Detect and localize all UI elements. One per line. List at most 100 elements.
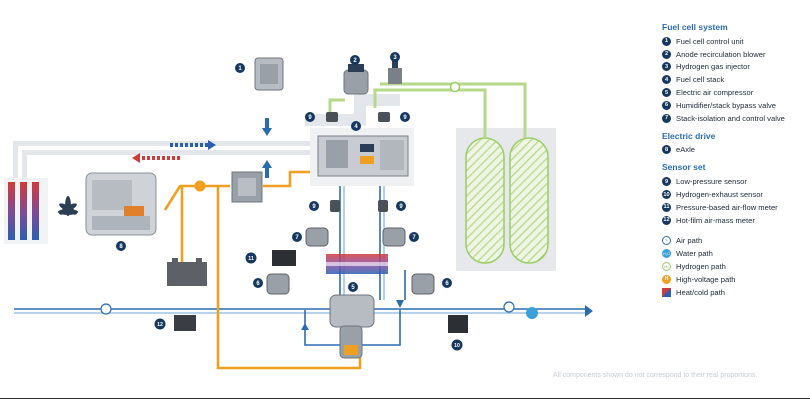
legend-label: eAxle: [676, 145, 695, 155]
heat-flow-arrow: [132, 140, 216, 163]
legend-label: Water path: [676, 249, 713, 259]
legend-label: Hot-film air-mass meter: [676, 215, 755, 225]
svg-text:11: 11: [248, 256, 254, 262]
svg-text:9: 9: [399, 204, 403, 210]
badge-12: 12: [154, 318, 166, 330]
badge-4: 4: [351, 121, 361, 131]
air-path-icon: ~: [662, 236, 671, 246]
svg-text:1: 1: [238, 66, 242, 72]
badge-9c: 9: [309, 201, 319, 211]
legend-item: 11 Pressure-based air-flow meter: [662, 201, 808, 214]
svg-text:12: 12: [157, 322, 163, 328]
footnote: All components shown do not correspond t…: [553, 372, 758, 379]
hydrogen-gas-injector: [388, 60, 402, 84]
svg-text:2: 2: [353, 58, 357, 64]
legend: Fuel cell system 1 Fuel cell control unit…: [662, 22, 808, 299]
number-badge: 7: [662, 113, 671, 123]
badge-10: 10: [451, 339, 463, 351]
hydrogen-tank-housing: [456, 128, 556, 271]
svg-text:7: 7: [295, 235, 299, 241]
badge-2: 2: [350, 55, 360, 65]
high-voltage-path-icon: H: [662, 274, 671, 284]
air-flow-arrows: [262, 118, 593, 330]
number-badge: 2: [662, 49, 671, 59]
legend-label: Pressure-based air-flow meter: [676, 202, 778, 212]
legend-label: Heat/cold path: [676, 287, 725, 297]
electric-air-compressor: [329, 294, 375, 359]
legend-item: 3 Hydrogen gas injector: [662, 61, 808, 74]
heat-exchanger: [326, 254, 388, 274]
badge-7b: 7: [409, 232, 419, 242]
number-badge: 8: [662, 145, 671, 155]
legend-path-item: H₂O Water path: [662, 247, 808, 260]
legend-item: 8 eAxle: [662, 144, 808, 157]
dc-dc-converter: [231, 171, 263, 203]
legend-sensor-title: Sensor set: [662, 162, 706, 173]
water-path-icon: H₂O: [662, 249, 671, 259]
badge-6b: 6: [442, 278, 452, 288]
legend-path-item: Heat/cold path: [662, 286, 808, 299]
hot-film-air-mass-meter: [174, 315, 196, 331]
svg-text:5: 5: [351, 285, 355, 291]
badge-9b: 9: [400, 112, 410, 122]
heat-cold-path-icon: [662, 287, 671, 297]
legend-label: Stack-isolation and control valve: [676, 113, 785, 123]
svg-text:8: 8: [119, 244, 123, 250]
svg-text:9: 9: [312, 204, 316, 210]
fuel-cell-stack: [310, 128, 414, 186]
legend-label: Electric air compressor: [676, 88, 754, 98]
badge-6a: 6: [253, 278, 263, 288]
legend-item: 7 Stack-isolation and control valve: [662, 112, 808, 125]
badge-5: 5: [348, 282, 358, 292]
number-badge: 6: [662, 100, 671, 110]
legend-path-item: H₂ Hydrogen path: [662, 260, 808, 273]
number-badge: 10: [662, 190, 671, 200]
legend-label: Hydrogen gas injector: [676, 62, 750, 72]
legend-label: Hydrogen path: [676, 262, 726, 272]
air-flow-meter: [272, 250, 296, 266]
fan-icon: [58, 196, 78, 216]
number-badge: 11: [662, 202, 671, 212]
fuel-cell-control-unit: [254, 57, 284, 91]
badge-3: 3: [390, 52, 400, 62]
hydrogen-exhaust-sensor: [448, 315, 468, 333]
badge-7a: 7: [292, 232, 302, 242]
legend-item: 1 Fuel cell control unit: [662, 35, 808, 48]
badge-11: 11: [245, 252, 257, 264]
legend-label: Fuel cell control unit: [676, 36, 744, 46]
hydrogen-valve-icon: [449, 81, 461, 93]
legend-label: Low-pressure sensor: [676, 177, 747, 187]
svg-text:6: 6: [445, 281, 449, 287]
bypass-valves: [266, 273, 435, 295]
legend-label: Hydrogen-exhaust sensor: [676, 190, 763, 200]
bottom-divider: [0, 398, 810, 399]
number-badge: 1: [662, 36, 671, 46]
anode-recirculation-blower: [343, 64, 369, 95]
hydrogen-path-icon: H₂: [662, 262, 671, 272]
number-badge: 12: [662, 215, 671, 225]
low-pressure-sensor-icons: [326, 112, 390, 212]
legend-label: High-voltage path: [676, 274, 736, 284]
number-badge: 4: [662, 75, 671, 85]
legend-fuel-cell-title: Fuel cell system: [662, 22, 728, 32]
high-voltage-marker: [194, 180, 206, 192]
hydrogen-path: [328, 82, 527, 138]
number-badge: 9: [662, 177, 671, 187]
eaxle: [85, 172, 157, 236]
badge-8: 8: [116, 241, 126, 251]
legend-item: 2 Anode recirculation blower: [662, 48, 808, 61]
radiator: [4, 178, 48, 244]
system-diagram: 1 2 3 4 5 6 6 7 7 8 9 9 9 9 10 11 12: [4, 52, 593, 370]
battery: [167, 258, 207, 286]
svg-text:3: 3: [393, 55, 397, 61]
legend-label: Fuel cell stack: [676, 75, 725, 85]
callout-badges: 1 2 3 4 5 6 6 7 7 8 9 9 9 9 10 11 12: [116, 52, 463, 351]
high-voltage-path: [163, 170, 362, 370]
badge-9d: 9: [396, 201, 406, 211]
legend-label: Anode recirculation blower: [676, 49, 766, 59]
svg-text:9: 9: [403, 115, 407, 121]
number-badge: 3: [662, 62, 671, 72]
